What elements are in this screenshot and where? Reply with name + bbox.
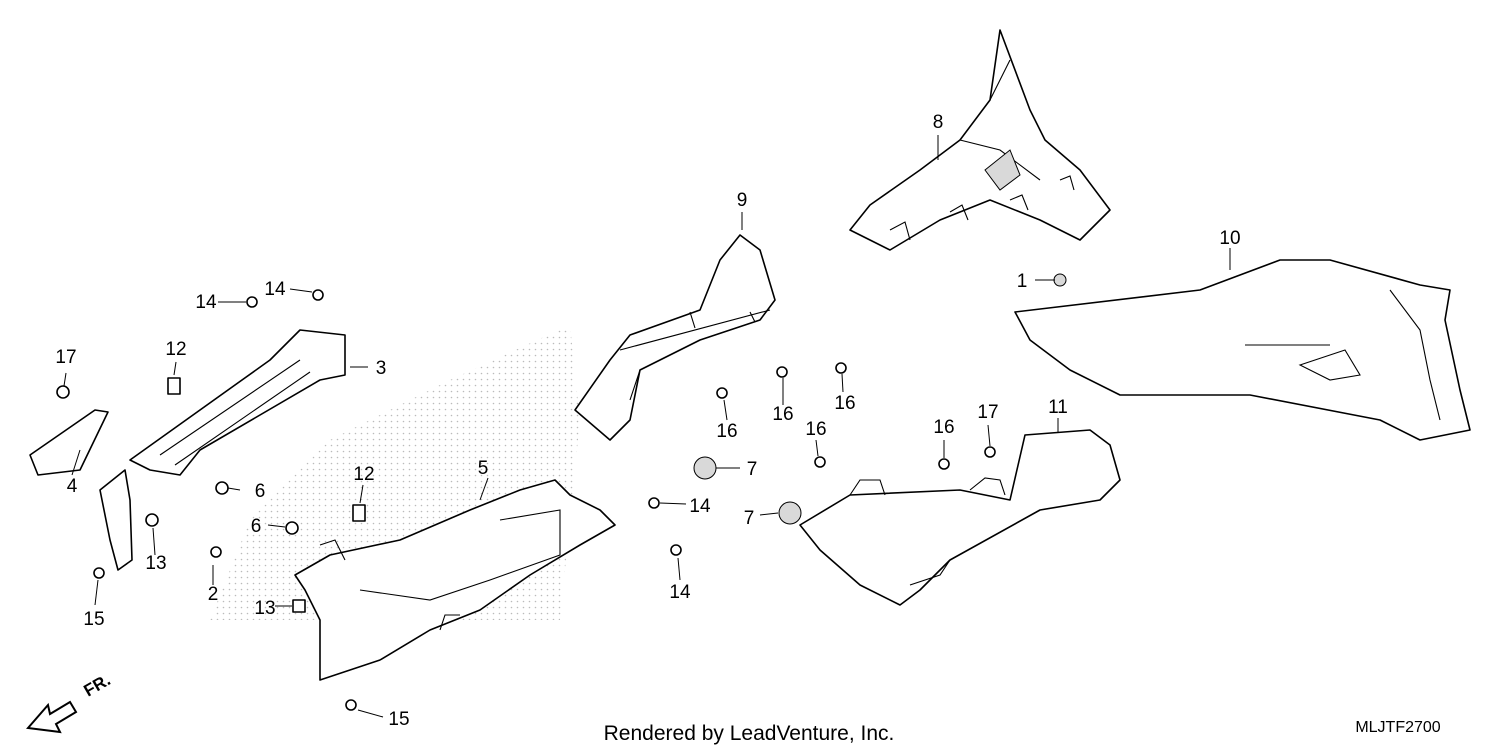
callout-16d: 16 bbox=[805, 419, 826, 440]
part-11-lower-cover bbox=[799, 429, 1121, 606]
part-3-rail bbox=[129, 329, 346, 476]
callout-1: 1 bbox=[1017, 271, 1028, 292]
callout-7b: 7 bbox=[744, 508, 755, 529]
part-4-bracket bbox=[29, 409, 133, 571]
callout-16c: 16 bbox=[834, 393, 855, 414]
callout-9: 9 bbox=[737, 190, 748, 211]
part-8-upper-cover bbox=[849, 29, 1111, 251]
render-credit: Rendered by LeadVenture, Inc. bbox=[604, 722, 895, 745]
callout-2: 2 bbox=[208, 584, 219, 605]
diagram-code: MLJTF2700 bbox=[1355, 719, 1440, 736]
callout-8: 8 bbox=[933, 112, 944, 133]
callout-6a: 6 bbox=[255, 481, 266, 502]
callout-labels: 1 2 3 4 5 6 6 7 7 8 9 10 11 12 12 13 13 … bbox=[55, 112, 1240, 730]
callout-14c: 14 bbox=[689, 496, 711, 517]
callout-17: 17 bbox=[55, 347, 76, 368]
front-direction-label: FR. bbox=[81, 670, 114, 700]
callout-14b: 14 bbox=[264, 279, 286, 300]
callout-16f: 17 bbox=[977, 402, 998, 423]
callout-14d: 14 bbox=[669, 582, 691, 603]
part-10-side-cover bbox=[1014, 259, 1471, 441]
callout-5: 5 bbox=[478, 458, 489, 479]
front-direction-arrow: FR. bbox=[26, 670, 114, 734]
callout-15a: 15 bbox=[83, 609, 104, 630]
leader-lines bbox=[63, 135, 1231, 718]
callout-6b: 6 bbox=[251, 516, 262, 537]
callout-16b: 16 bbox=[772, 404, 793, 425]
callout-16e: 16 bbox=[933, 417, 954, 438]
callout-15b: 15 bbox=[388, 709, 409, 730]
callout-12a: 12 bbox=[165, 339, 186, 360]
callout-7a: 7 bbox=[747, 459, 758, 480]
callout-13a: 13 bbox=[145, 553, 166, 574]
callout-11: 11 bbox=[1048, 397, 1068, 418]
callout-3: 3 bbox=[376, 358, 387, 379]
part-9-center-bracket bbox=[574, 234, 776, 441]
callout-10: 10 bbox=[1219, 228, 1240, 249]
callout-14a: 14 bbox=[195, 292, 217, 313]
callout-13b: 13 bbox=[254, 598, 275, 619]
fasteners bbox=[56, 273, 1067, 711]
callout-12b: 12 bbox=[353, 464, 374, 485]
part-5-lower-cover bbox=[294, 479, 616, 681]
callout-4: 4 bbox=[67, 476, 78, 497]
callout-16a: 16 bbox=[716, 421, 737, 442]
